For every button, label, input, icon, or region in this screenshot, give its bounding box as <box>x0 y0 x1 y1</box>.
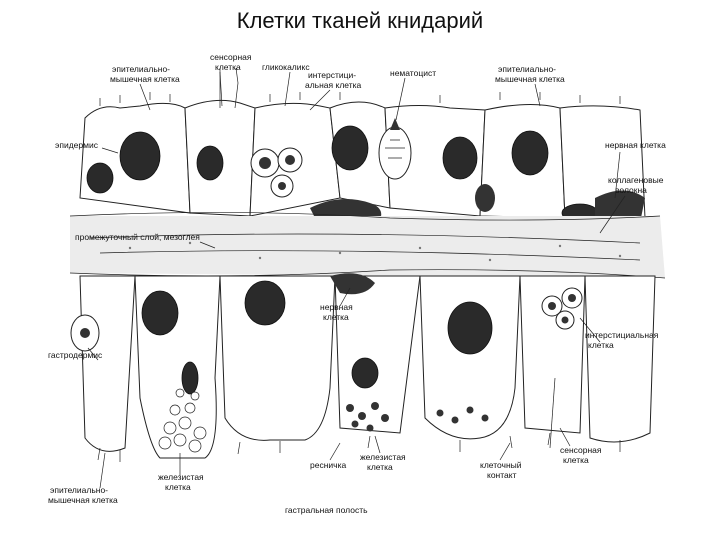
sensory-cilium <box>549 377 556 449</box>
slide-title: Клетки тканей книдарий <box>236 8 484 33</box>
label-mesoglea: промежуточный слой, мезоглея <box>75 232 200 242</box>
label-interstitial-right: интерстициальная <box>585 330 659 340</box>
label-epidermis: эпидермис <box>55 140 99 150</box>
label-collagen-2: волокна <box>615 185 647 195</box>
nucleus <box>351 357 379 389</box>
nucleus <box>141 290 179 336</box>
nucleus <box>181 361 199 395</box>
leader-lines <box>87 71 626 489</box>
nucleus <box>119 131 161 181</box>
label-interstitial-top: интерстици- <box>308 70 356 80</box>
nucleus <box>447 301 493 355</box>
label-epithelial-right: эпителиально- <box>498 64 556 74</box>
label-interstitial-right-2: клетка <box>588 340 614 350</box>
label-epithelial-bottom-2: мышечная клетка <box>48 495 118 505</box>
nucleus <box>331 125 369 171</box>
label-sensory-bottom-2: клетка <box>563 455 589 465</box>
label-sensory-top-2: клетка <box>215 62 241 72</box>
nucleus <box>511 130 549 176</box>
nerve-cell <box>595 190 645 224</box>
nerve-cell <box>330 273 375 295</box>
label-nerve-right: нервная клетка <box>605 140 666 150</box>
label-epithelial-bottom: эпителиально- <box>50 485 108 495</box>
label-sensory-top: сенсорная <box>210 52 252 62</box>
label-glandular-left-2: клетка <box>165 482 191 492</box>
label-cell-contact-2: контакт <box>487 470 517 480</box>
gastrodermis-layer <box>70 273 656 462</box>
label-nerve-mid: нервная <box>320 302 353 312</box>
label-epithelial-right-2: мышечная клетка <box>495 74 565 84</box>
label-glandular-left: железистая <box>158 472 204 482</box>
nucleus <box>442 136 478 180</box>
label-epithelial-left-2: мышечная клетка <box>110 74 180 84</box>
label-glandular-mid: железистая <box>360 452 406 462</box>
label-glandular-mid-2: клетка <box>367 462 393 472</box>
nucleus <box>196 145 224 181</box>
mesoglea-layer <box>69 212 666 279</box>
label-collagen: коллагеновые <box>608 175 664 185</box>
label-nerve-mid-2: клетка <box>323 312 349 322</box>
diagram-labels: сенсорная клетка гликокаликс эпителиальн… <box>48 52 666 515</box>
label-cell-contact: клеточный <box>480 460 522 470</box>
label-glycocalyx: гликокаликс <box>262 62 310 72</box>
label-cilium: ресничка <box>310 460 346 470</box>
cnidarian-tissue-diagram: сенсорная клетка гликокаликс эпителиальн… <box>48 52 666 515</box>
nerve-cell <box>475 184 495 212</box>
label-nematocyst: нематоцист <box>390 68 436 78</box>
label-interstitial-top-2: альная клетка <box>305 80 362 90</box>
label-gastrodermis: гастродермис <box>48 350 103 360</box>
label-gastral-cavity: гастральная полость <box>285 505 368 515</box>
nucleus <box>86 162 114 194</box>
label-sensory-bottom: сенсорная <box>560 445 602 455</box>
nematocyst <box>378 126 412 180</box>
epidermis-layer <box>79 67 646 224</box>
label-epithelial-left: эпителиально- <box>112 64 170 74</box>
nucleus <box>244 280 286 326</box>
